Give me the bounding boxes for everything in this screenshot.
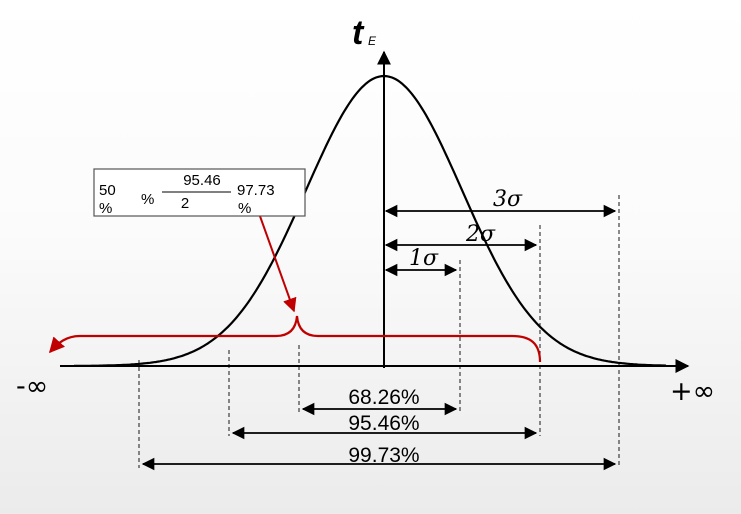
negative-infinity-label: -∞ xyxy=(16,371,48,402)
formula-term2-unit: % xyxy=(238,200,251,217)
two-sigma-percent: 95.46% xyxy=(348,412,419,435)
formula-pointer-arrow xyxy=(255,204,297,313)
three-sigma-label: 3σ xyxy=(493,187,523,212)
formula-term2: 97.73 xyxy=(237,182,275,199)
formula-denominator: 2 xyxy=(181,195,189,212)
formula-box: 50 % % 95.46 2 97.73 % xyxy=(93,168,306,217)
cumulative-brace xyxy=(48,315,542,363)
three-sigma-percent: 99.73% xyxy=(348,444,419,467)
formula-percent-sign: % xyxy=(141,191,154,208)
y-axis-subscript: E xyxy=(368,34,377,48)
normal-distribution-curve xyxy=(74,74,667,367)
formula-term1-unit: % xyxy=(99,200,112,217)
formula-term1: 50 xyxy=(99,182,116,199)
sigma-guide-lines xyxy=(138,195,620,468)
one-sigma-label: 1σ xyxy=(409,246,439,271)
positive-infinity-label: +∞ xyxy=(670,376,715,407)
two-sigma-label: 2σ xyxy=(465,222,496,247)
y-axis-label: t xyxy=(352,14,365,52)
one-sigma-percent: 68.26% xyxy=(348,386,419,409)
formula-numerator: 95.46 xyxy=(183,172,221,189)
